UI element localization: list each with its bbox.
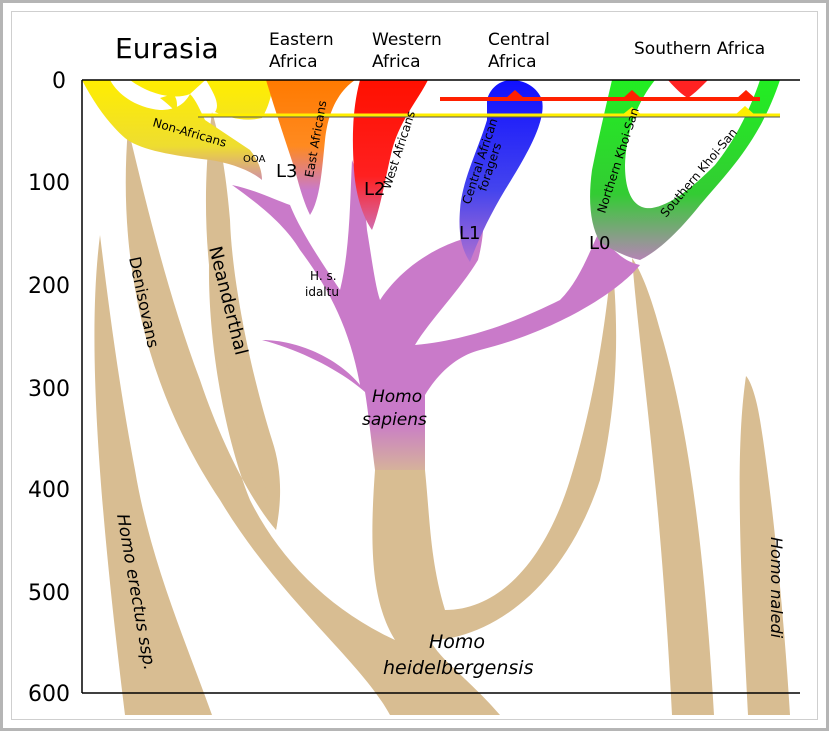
- region-southern: Southern Africa: [634, 39, 765, 59]
- tick-300: 300: [28, 377, 70, 402]
- time-axis: 0 100 200 300 400 500 600: [28, 69, 800, 707]
- label-l3: L3: [276, 161, 297, 182]
- tick-0: 0: [52, 69, 66, 94]
- label-idaltu-1: H. s.: [310, 269, 337, 283]
- neanderthal-lineage: [205, 112, 281, 530]
- region-central-1: Central: [488, 30, 550, 50]
- region-headings: Eurasia Eastern Africa Western Africa Ce…: [115, 30, 765, 72]
- tick-500: 500: [28, 581, 70, 606]
- label-homo-sapiens-2: sapiens: [362, 410, 427, 430]
- tick-400: 400: [28, 478, 70, 503]
- label-homo-naledi: Homo naledi: [767, 537, 786, 639]
- region-central-2: Africa: [488, 52, 537, 72]
- southern-african-lineage: [590, 80, 780, 260]
- homo-sapiens-lineage: [232, 160, 640, 470]
- region-eastern-2: Africa: [269, 52, 318, 72]
- label-homo-sapiens-1: Homo: [372, 387, 422, 407]
- region-western-2: Africa: [372, 52, 421, 72]
- label-idaltu-2: idaltu: [305, 285, 339, 299]
- region-eastern-1: Eastern: [269, 30, 334, 50]
- non-african-lineage: [82, 80, 275, 180]
- homo-naledi-lineage: [739, 376, 790, 715]
- tick-200: 200: [28, 274, 70, 299]
- label-ooa: OOA: [243, 154, 266, 165]
- inner-frame: [11, 11, 818, 720]
- tick-100: 100: [28, 171, 70, 196]
- region-eurasia: Eurasia: [115, 32, 219, 65]
- archaic-southern-lineage: [632, 258, 714, 715]
- archaic-lineages: [94, 112, 790, 715]
- label-l1: L1: [459, 223, 480, 244]
- label-l2: L2: [364, 179, 385, 200]
- central-african-lineage: [459, 80, 543, 262]
- homo-erectus-lineage: [94, 235, 212, 715]
- label-heidelbergensis-2: heidelbergensis: [383, 657, 534, 679]
- label-l0: L0: [589, 233, 610, 254]
- label-heidelbergensis-1: Homo: [429, 631, 485, 653]
- region-western-1: Western: [372, 30, 442, 50]
- southern-top-red-lobe: [668, 80, 708, 98]
- tick-600: 600: [28, 682, 70, 707]
- gene-flow-arrows: [198, 90, 780, 118]
